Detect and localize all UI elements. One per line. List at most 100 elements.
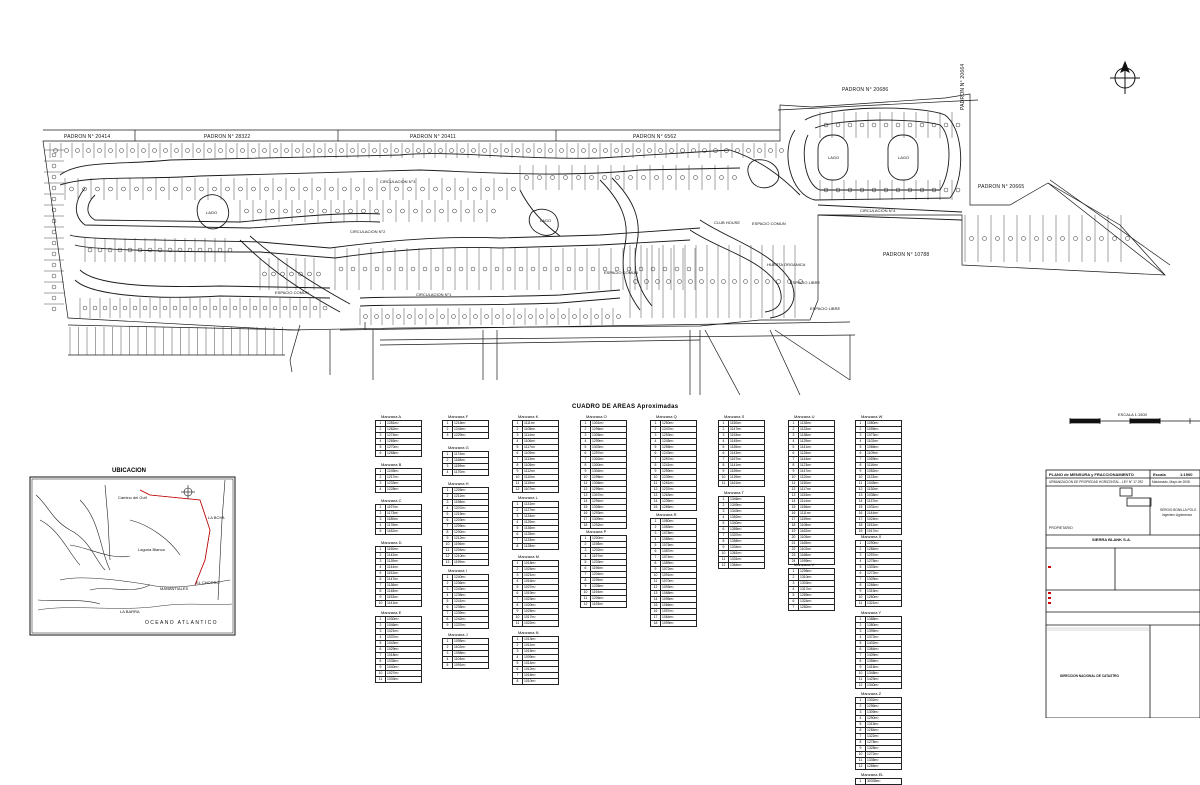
ubicacion-label: LA BARRA bbox=[120, 609, 140, 614]
ubicacion-label: MANANTIALES bbox=[160, 586, 189, 591]
lot-area: 1022m² bbox=[522, 620, 559, 627]
lot-divider-lines bbox=[44, 112, 1122, 325]
area-block-title: Manzana F bbox=[448, 414, 469, 419]
area-block-title: Manzana H bbox=[448, 481, 469, 487]
ubicacion-label: Laguna Blanca bbox=[138, 547, 165, 552]
lot-number: 3 bbox=[442, 432, 453, 439]
title-block-hatch bbox=[1046, 627, 1150, 631]
lot-number: 7 bbox=[788, 604, 799, 612]
espacio-libre-label: ESPACIO LIBRE bbox=[810, 306, 841, 311]
lot-number: 18 bbox=[650, 620, 661, 627]
titleblock-escala-value: 1:1500 bbox=[1180, 472, 1193, 477]
padron-label: PADRON N° 6562 bbox=[633, 134, 677, 140]
road-label: CIRCULACION N°3 bbox=[380, 179, 416, 184]
titleblock-subheading: URBANIZACION DE PROPIEDAD HORIZONTAL - L… bbox=[1049, 480, 1144, 484]
lot-area: 1128m² bbox=[522, 543, 559, 551]
area-block-title: Manzana A bbox=[381, 414, 402, 419]
title-block-red-marks bbox=[1048, 566, 1051, 604]
lot-area: 1228m² bbox=[385, 485, 422, 493]
espacio-libre-label: ESPACIO LIBRE bbox=[790, 280, 821, 285]
lot-area: 1010m² bbox=[522, 677, 559, 685]
ubicacion-label: EL CHORRO bbox=[196, 580, 220, 585]
area-block-title: Manzana Z bbox=[861, 691, 882, 697]
titleblock-engineer-title: Ingeniero Agrimensor bbox=[1162, 513, 1193, 517]
titleblock-location: Maldonado, Mayo de 2008 bbox=[1152, 480, 1190, 484]
lot-area: 30335m² bbox=[865, 778, 902, 785]
ubicacion-label: LA BOYA bbox=[208, 515, 225, 520]
titleblock-escala-label: Escala bbox=[1153, 472, 1166, 477]
road-circulacion-2 bbox=[69, 227, 701, 249]
lot-number: 8 bbox=[512, 543, 523, 551]
area-block-title: Manzana L bbox=[518, 495, 538, 501]
road-label: CIRCULACION N°4 bbox=[860, 208, 896, 213]
lot-number-markers bbox=[51, 122, 1130, 319]
titleblock-heading: PLANO de MENSURA y FRACCIONAMIENTO bbox=[1049, 472, 1134, 477]
area-block-title: Manzana K bbox=[518, 414, 539, 419]
area-block-title: Manzana E bbox=[381, 610, 402, 615]
titleblock-owner: SIERRA BLANK S.A. bbox=[1092, 537, 1131, 542]
ubicacion-map-frame bbox=[29, 476, 236, 636]
lot-area: 1141m² bbox=[385, 600, 422, 607]
lot-area: 1033m² bbox=[385, 676, 422, 683]
lot-number: 6 bbox=[375, 450, 386, 457]
lot-area: 1340m² bbox=[865, 682, 902, 689]
padron-label: PADRON N° 20664 bbox=[960, 63, 966, 110]
area-block-title: Manzana O bbox=[586, 414, 607, 419]
lot-area: 1265m² bbox=[660, 504, 697, 511]
area-block-title: Manzana J bbox=[448, 632, 468, 638]
lot-number: 5 bbox=[442, 662, 453, 670]
area-block-title: Manzana B bbox=[381, 461, 402, 467]
lago-3 bbox=[196, 194, 230, 230]
padron-label: PADRON N° 20686 bbox=[842, 87, 889, 93]
lot-number: 12 bbox=[855, 682, 866, 689]
lot-area: 1266m² bbox=[865, 763, 902, 771]
lago-label: LAGO bbox=[540, 218, 552, 223]
espacio-comun-label: ESPACIO COMUN bbox=[275, 290, 309, 295]
titleblock-engineer: SERGIO BONILLA POLO bbox=[1160, 508, 1197, 512]
lago-1 bbox=[817, 134, 849, 181]
area-block-title: Manzana Q bbox=[656, 414, 677, 419]
lot-number: 12 bbox=[512, 486, 523, 493]
lago-label: LAGO bbox=[898, 155, 910, 160]
lot-number: 12 bbox=[718, 561, 729, 569]
lot-area: 1321m² bbox=[865, 600, 902, 608]
